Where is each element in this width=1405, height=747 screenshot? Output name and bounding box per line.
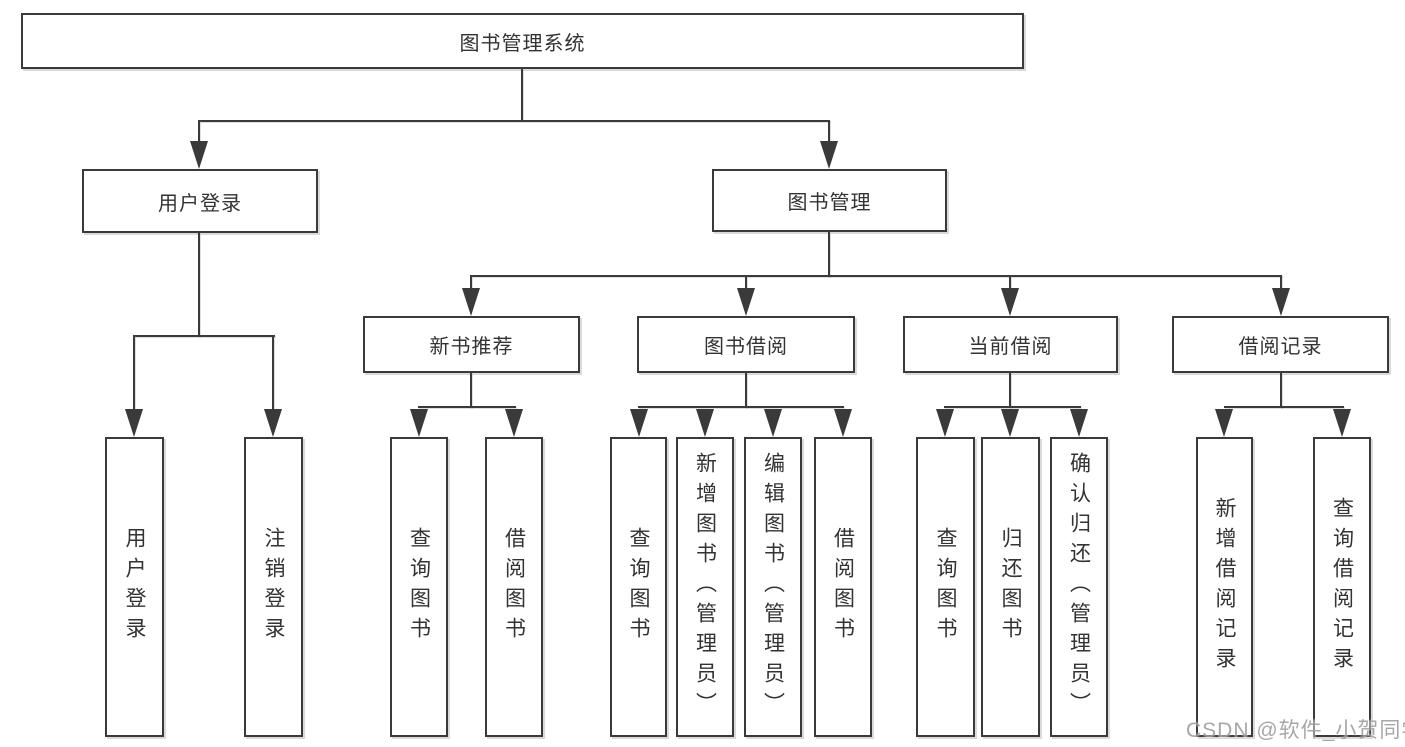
arrow-down-icon [264, 409, 282, 437]
leaf-logout: 注销登录 [244, 437, 303, 737]
leaf-borrow-add-books-admin: 新增图书（管理员） [676, 437, 734, 737]
arrow-down-icon [1001, 409, 1019, 437]
leaf-records-add-record: 新增借阅记录 [1196, 437, 1253, 737]
connector-line [828, 232, 830, 277]
leaf-borrow-edit-books-admin: 编辑图书（管理员） [744, 437, 802, 737]
leaf-user-login: 用户登录 [105, 437, 164, 737]
arrow-down-icon [1070, 409, 1088, 437]
arrow-down-icon [1333, 409, 1351, 437]
leaf-current-confirm-return-admin: 确认归还（管理员） [1050, 437, 1108, 737]
arrow-down-icon [936, 409, 954, 437]
arrow-down-icon [410, 409, 428, 437]
leaf-borrow-query-books: 查询图书 [610, 437, 667, 737]
arrow-down-icon [820, 141, 838, 169]
connector-line [521, 69, 523, 121]
connector-line [470, 373, 472, 408]
arrow-down-icon [696, 409, 714, 437]
leaf-current-query-books: 查询图书 [916, 437, 975, 737]
connector-line [198, 120, 830, 122]
connector-line [1280, 275, 1282, 290]
node-library-management-system: 图书管理系统 [21, 13, 1024, 69]
connector-line [1280, 373, 1282, 408]
node-book-borrow: 图书借阅 [637, 316, 855, 373]
watermark: CSDN @软件_小贺同学 [1186, 719, 1405, 742]
connector-line [418, 406, 516, 408]
node-user-login: 用户登录 [82, 169, 318, 233]
arrow-down-icon [630, 409, 648, 437]
connector-line [1009, 373, 1011, 408]
leaf-recommend-borrow-books: 借阅图书 [485, 437, 543, 737]
arrow-down-icon [834, 409, 852, 437]
connector-line [133, 335, 135, 411]
connector-line [638, 406, 844, 408]
arrow-down-icon [1001, 288, 1019, 316]
node-current-borrow: 当前借阅 [903, 316, 1118, 373]
connector-line [198, 233, 200, 337]
connector-line [470, 275, 1282, 277]
node-borrow-records: 借阅记录 [1172, 316, 1389, 373]
leaf-current-return-books: 归还图书 [981, 437, 1040, 737]
connector-line [828, 120, 830, 143]
leaf-borrow-borrow-books: 借阅图书 [814, 437, 872, 737]
arrow-down-icon [1272, 288, 1290, 316]
connector-line [745, 275, 747, 290]
arrow-down-icon [190, 141, 208, 169]
arrow-down-icon [125, 409, 143, 437]
connector-line [1009, 275, 1011, 290]
arrow-down-icon [462, 288, 480, 316]
node-new-book-recommend: 新书推荐 [363, 316, 580, 373]
connector-line [944, 406, 1081, 408]
arrow-down-icon [1215, 409, 1233, 437]
connector-line [745, 373, 747, 408]
connector-line [272, 335, 274, 411]
connector-line [1224, 406, 1344, 408]
arrow-down-icon [764, 409, 782, 437]
connector-line [133, 335, 275, 337]
connector-line [198, 120, 200, 143]
connector-line [470, 275, 472, 290]
arrow-down-icon [737, 288, 755, 316]
node-book-management: 图书管理 [712, 169, 947, 232]
leaf-records-query-record: 查询借阅记录 [1313, 437, 1371, 737]
leaf-recommend-query-books: 查询图书 [390, 437, 448, 737]
arrow-down-icon [505, 409, 523, 437]
